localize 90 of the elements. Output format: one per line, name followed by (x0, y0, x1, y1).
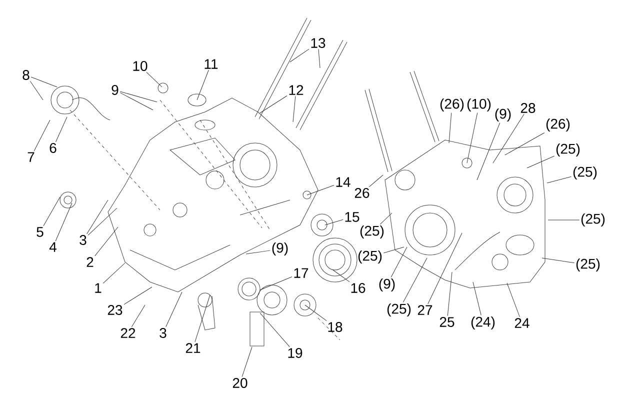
callout-number: 6 (50, 143, 56, 153)
callout-number: 27 (418, 305, 432, 315)
callout-number: 3 (160, 328, 166, 338)
callout-number: (10) (467, 98, 491, 112)
callout-number: (26) (546, 118, 570, 132)
callout-number: (9) (495, 108, 511, 122)
callout-number: 21 (186, 343, 200, 353)
leader-line (290, 48, 310, 62)
leader-line (504, 132, 545, 156)
leader-line (102, 262, 126, 284)
leader-line (43, 196, 60, 226)
callout-number: 25 (440, 317, 454, 327)
leader-line (120, 92, 154, 110)
callout-number: 18 (328, 322, 342, 332)
leader-line (476, 122, 500, 180)
callout-number: 20 (232, 378, 248, 388)
callout-number: 9 (112, 85, 118, 95)
callout-number: (24) (471, 316, 495, 330)
callout-number: 16 (351, 283, 366, 293)
leader-line (472, 282, 482, 316)
leader-line (166, 292, 182, 328)
callout-number: 15 (345, 212, 360, 222)
leader-line (194, 294, 210, 342)
callout-number: (25) (576, 258, 600, 272)
callout-number: (25) (387, 303, 411, 317)
callout-number: 2 (86, 257, 94, 267)
callout-number: 28 (520, 103, 536, 113)
leader-line (124, 286, 152, 305)
leader-line (55, 202, 72, 242)
callout-number: 19 (288, 348, 302, 358)
leader-line (466, 112, 478, 164)
leader-line (292, 96, 296, 122)
leader-line (324, 219, 344, 226)
callout-number: 5 (36, 227, 44, 237)
leader-line (390, 246, 408, 278)
leader-line (120, 91, 158, 102)
callout-number: 24 (514, 318, 530, 328)
leader-line (30, 80, 44, 100)
leader-line (260, 276, 292, 290)
callout-number: 3 (80, 235, 86, 245)
callout-number: 14 (336, 177, 350, 187)
leader-line (546, 176, 572, 184)
callout-number: (25) (358, 250, 382, 264)
callout-number: (25) (581, 213, 605, 227)
leader-line (146, 72, 162, 88)
callout-number: 1 (95, 283, 102, 293)
leader-line (304, 304, 327, 322)
callout-number: 26 (354, 188, 370, 198)
leader-line (447, 272, 452, 316)
leader-line (242, 346, 252, 378)
callout-number: 12 (289, 85, 304, 95)
callout-number: (9) (379, 278, 395, 292)
callout-number: 7 (28, 152, 34, 162)
callout-number: 22 (120, 328, 136, 338)
callout-number: (25) (573, 166, 597, 180)
leader-line (318, 48, 320, 68)
callout-number: 23 (108, 305, 122, 315)
leader-line (196, 70, 209, 100)
leader-line (428, 232, 462, 304)
leader-line (492, 114, 524, 164)
leader-line (260, 96, 288, 114)
leader-line (368, 174, 384, 188)
callout-number: (9) (272, 242, 288, 256)
leader-line (526, 156, 555, 168)
callout-number: (25) (556, 143, 580, 157)
leader-line (34, 120, 50, 152)
leader-line (94, 226, 118, 256)
leader-line (56, 116, 68, 142)
leader-line (306, 185, 334, 196)
leader-line (30, 76, 58, 88)
callout-number: (25) (360, 225, 384, 239)
leader-line (402, 258, 428, 303)
leader-line (88, 208, 118, 236)
callout-number: 8 (22, 70, 30, 80)
callout-number: 17 (294, 268, 308, 278)
callout-number: 4 (49, 242, 56, 252)
callout-number: (26) (440, 98, 464, 112)
leader-line (86, 200, 108, 234)
leader-line (380, 212, 392, 225)
callout-number: 11 (204, 59, 218, 69)
callout-number: 13 (311, 38, 326, 48)
callout-number: 10 (133, 61, 148, 71)
leader-line (332, 270, 350, 282)
leader-line (246, 250, 270, 254)
leader-line (383, 246, 404, 254)
leader-line (542, 258, 575, 264)
leader-line (448, 112, 452, 144)
leader-line (506, 282, 520, 318)
leader-line (131, 304, 146, 328)
leader-line (260, 312, 290, 348)
